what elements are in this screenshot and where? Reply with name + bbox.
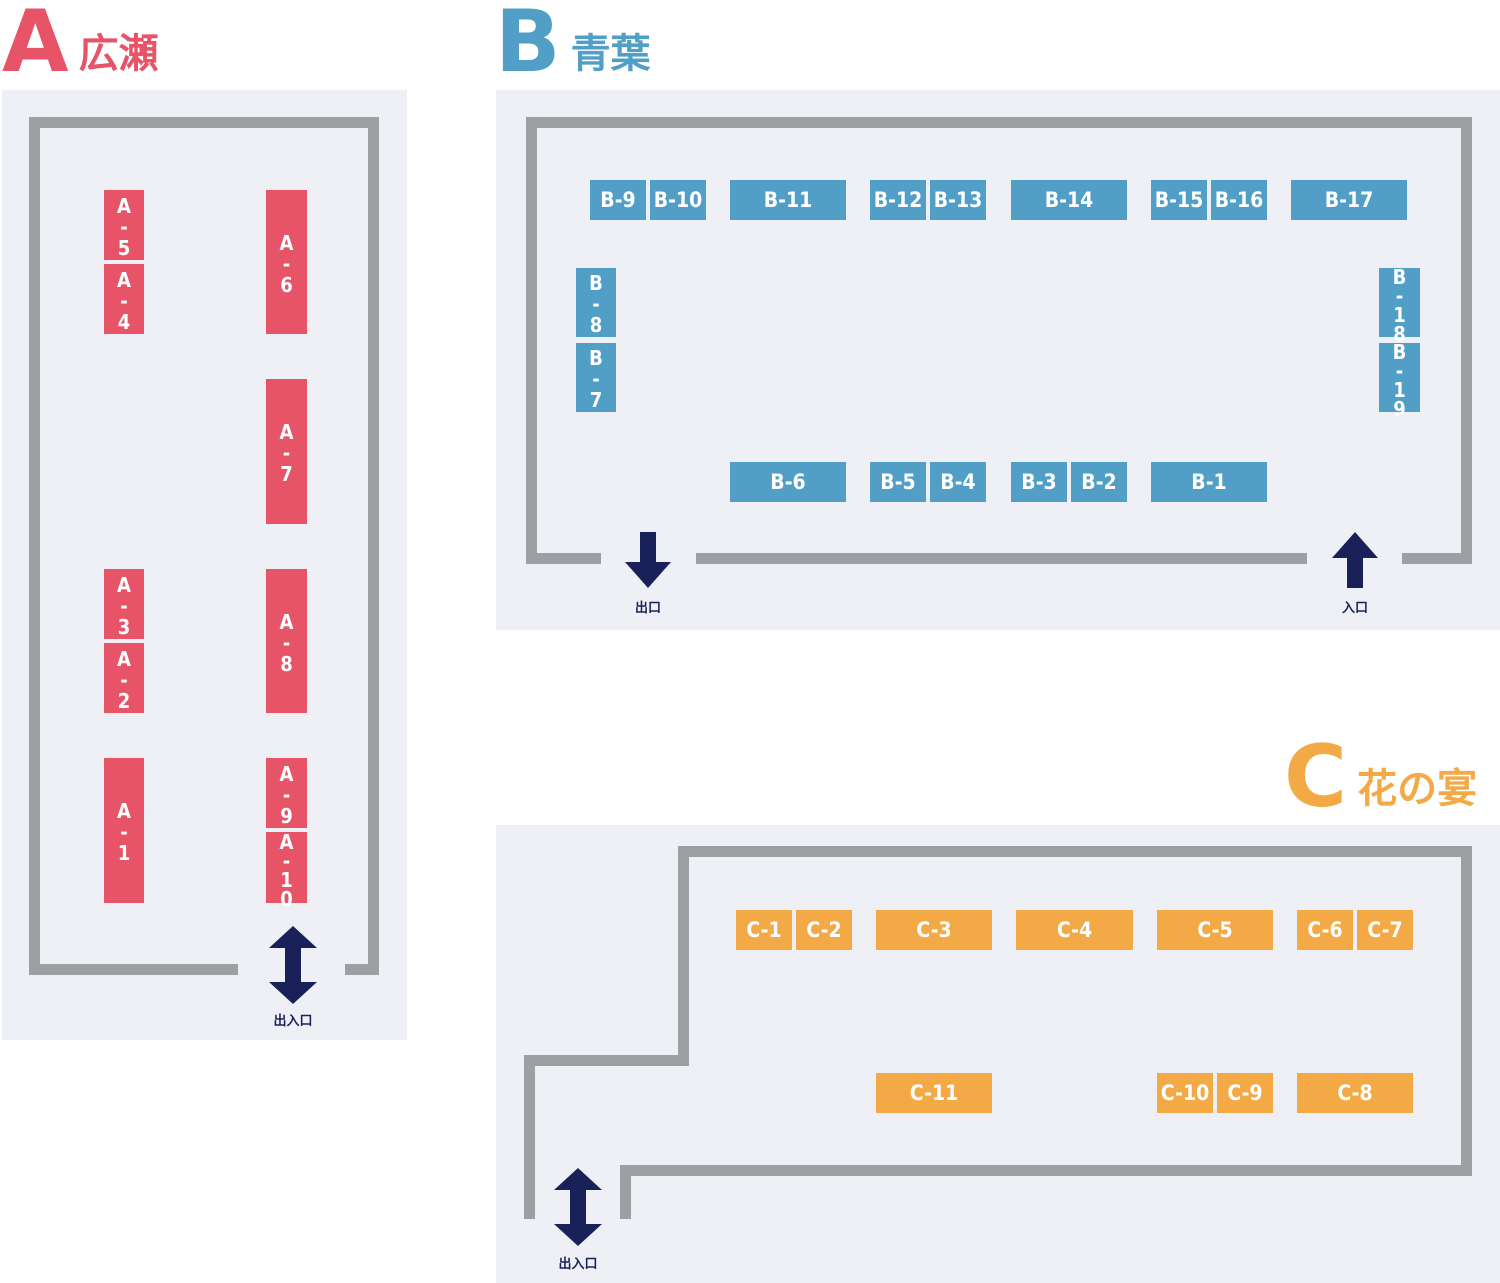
room-a-floor <box>2 90 407 1040</box>
room-c-wall-top <box>678 846 1472 857</box>
room-a-door-label: 出入口 <box>273 1014 313 1029</box>
room-c-wall-right <box>1461 846 1472 1176</box>
room-b-letter: B <box>495 0 561 92</box>
booth-c-1[interactable]: C-1 <box>736 910 792 950</box>
booth-b-14[interactable]: B-14 <box>1011 180 1127 220</box>
room-c-name: 花の宴 <box>1357 766 1478 812</box>
room-a-wall-top <box>29 117 379 128</box>
room-b-exit-label: 出口 <box>634 601 661 616</box>
booth-a-8[interactable]: A-8 <box>266 569 307 713</box>
booth-b-9[interactable]: B-9 <box>590 180 646 220</box>
booth-b-4[interactable]: B-4 <box>930 462 986 502</box>
room-a-wall-right <box>368 117 379 975</box>
booth-b-10[interactable]: B-10 <box>650 180 706 220</box>
room-a-title: A 広瀬 <box>2 0 159 92</box>
room-a-wall-left <box>29 117 40 975</box>
room-a-wall-bottom-left <box>29 964 238 975</box>
room-c-wall-left <box>524 1055 535 1219</box>
entrance-arrow-up-icon <box>1332 532 1378 588</box>
booth-b-17[interactable]: B-17 <box>1291 180 1407 220</box>
booth-b-13[interactable]: B-13 <box>930 180 986 220</box>
booth-c-7[interactable]: C-7 <box>1357 910 1413 950</box>
room-c-wall-notch-horizontal <box>524 1055 689 1066</box>
booth-b-3[interactable]: B-3 <box>1011 462 1067 502</box>
booth-c-8[interactable]: C-8 <box>1297 1073 1413 1113</box>
room-b-wall-right <box>1461 117 1472 564</box>
room-b-name: 青葉 <box>570 31 651 77</box>
room-b-wall-top <box>526 117 1472 128</box>
room-c-title: C 花の宴 <box>1284 727 1478 827</box>
room-b-wall-bottom-left <box>526 553 601 564</box>
booth-a-10[interactable]: A-10 <box>266 830 307 906</box>
room-b-wall-bottom-middle <box>696 553 1307 564</box>
booth-b-19[interactable]: B-19 <box>1379 340 1420 416</box>
room-b-title: B 青葉 <box>495 0 651 92</box>
room-a-name: 広瀬 <box>78 31 159 77</box>
booth-b-16[interactable]: B-16 <box>1211 180 1267 220</box>
booth-a-9[interactable]: A-9 <box>266 758 307 828</box>
booth-a-5[interactable]: A-5 <box>104 190 144 260</box>
room-c-wall-notch-vertical <box>678 846 689 1066</box>
booth-b-7[interactable]: B-7 <box>576 343 616 412</box>
exit-arrow-down-icon <box>625 532 671 588</box>
entrance-exit-arrow-icon <box>269 926 317 1004</box>
booth-c-5[interactable]: C-5 <box>1157 910 1273 950</box>
booth-b-6[interactable]: B-6 <box>730 462 846 502</box>
room-a-letter: A <box>2 0 69 92</box>
booth-c-3[interactable]: C-3 <box>876 910 992 950</box>
room-b-entrance-label: 入口 <box>1341 601 1368 616</box>
entrance-exit-arrow-icon <box>554 1168 602 1246</box>
booth-b-15[interactable]: B-15 <box>1151 180 1207 220</box>
room-c-floor <box>496 825 1500 1283</box>
room-a-wall-bottom-right <box>345 964 379 975</box>
room-c-door-label: 出入口 <box>558 1257 598 1272</box>
booth-a-3[interactable]: A-3 <box>104 569 144 639</box>
booth-b-18[interactable]: B-18 <box>1379 265 1420 341</box>
booth-c-10[interactable]: C-10 <box>1157 1073 1213 1113</box>
room-b-wall-left <box>526 117 537 564</box>
booth-c-11[interactable]: C-11 <box>876 1073 992 1113</box>
booth-c-4[interactable]: C-4 <box>1016 910 1133 950</box>
room-c-letter: C <box>1284 727 1347 827</box>
booth-b-12[interactable]: B-12 <box>870 180 926 220</box>
booth-a-4[interactable]: A-4 <box>104 264 144 334</box>
booth-a-1[interactable]: A-1 <box>104 758 144 903</box>
booth-b-2[interactable]: B-2 <box>1071 462 1127 502</box>
booth-c-2[interactable]: C-2 <box>796 910 852 950</box>
room-c-wall-bottom-stub <box>620 1165 631 1219</box>
booth-a-2[interactable]: A-2 <box>104 643 144 713</box>
booth-a-7[interactable]: A-7 <box>266 379 307 524</box>
booth-b-8[interactable]: B-8 <box>576 268 616 337</box>
booth-c-6[interactable]: C-6 <box>1297 910 1353 950</box>
booth-b-5[interactable]: B-5 <box>870 462 926 502</box>
booth-b-11[interactable]: B-11 <box>730 180 846 220</box>
booth-c-9[interactable]: C-9 <box>1217 1073 1273 1113</box>
booth-a-6[interactable]: A-6 <box>266 190 307 334</box>
room-c-wall-bottom <box>620 1165 1472 1176</box>
booth-b-1[interactable]: B-1 <box>1151 462 1267 502</box>
room-b-wall-bottom-right <box>1402 553 1472 564</box>
